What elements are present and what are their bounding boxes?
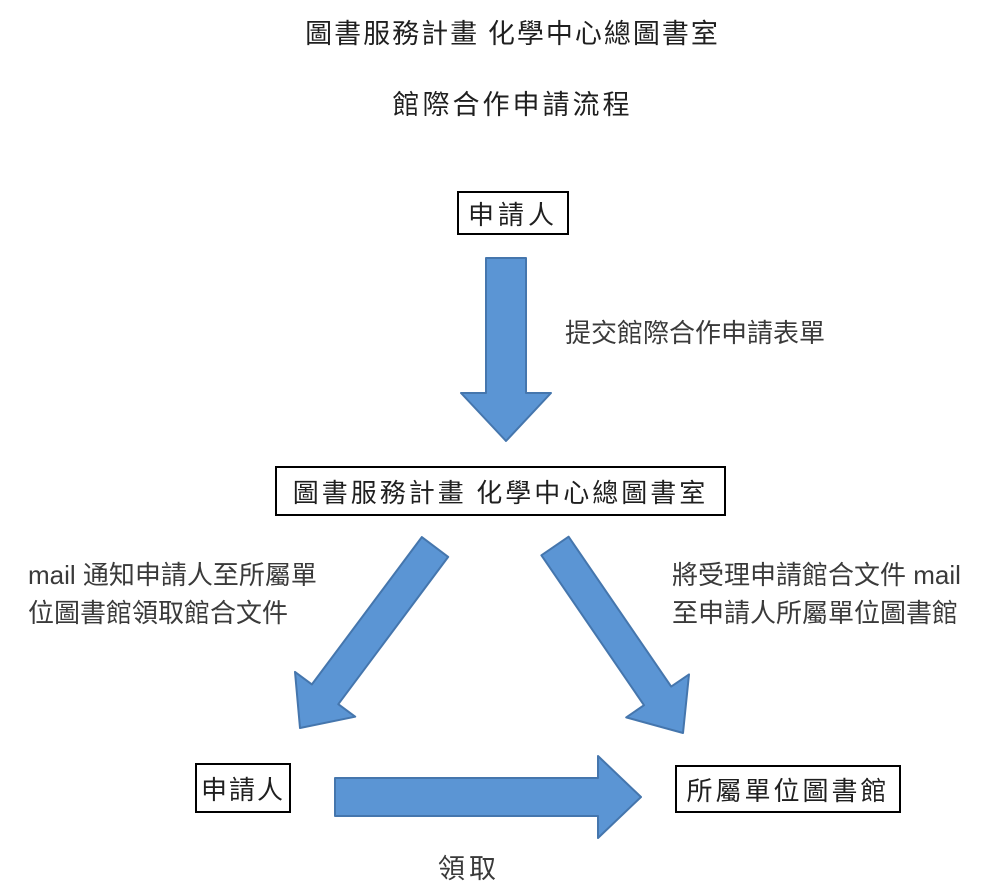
edge-label-submit-form: 提交館際合作申請表單 bbox=[565, 318, 826, 348]
page-subtitle: 館際合作申請流程 bbox=[392, 90, 633, 120]
arrow-down-icon bbox=[460, 257, 552, 442]
node-applicant-top-label: 申請人 bbox=[467, 200, 558, 230]
arrow-right-icon bbox=[334, 755, 642, 839]
page-title: 圖書服務計畫 化學中心總圖書室 bbox=[305, 19, 720, 49]
node-library-center: 圖書服務計畫 化學中心總圖書室 bbox=[275, 466, 726, 516]
arrow-diagonal-right-icon bbox=[540, 535, 690, 734]
edge-label-pickup: 領取 bbox=[438, 854, 500, 884]
edge-label-mail-notify-line1: mail 通知申請人至所屬單 bbox=[28, 560, 317, 590]
edge-label-mail-send-line1: 將受理申請館合文件 mail bbox=[672, 560, 961, 590]
node-applicant-bottom: 申請人 bbox=[195, 763, 291, 813]
edge-label-mail-notify: mail 通知申請人至所屬單 位圖書館領取館合文件 bbox=[28, 556, 317, 632]
edge-label-mail-notify-line2: 位圖書館領取館合文件 bbox=[28, 598, 289, 628]
arrow-diagonal-left-icon bbox=[294, 536, 450, 729]
edge-label-mail-send-line2: 至申請人所屬單位圖書館 bbox=[672, 598, 959, 628]
node-applicant-bottom-label: 申請人 bbox=[200, 775, 285, 805]
node-affiliated-library-label: 所屬單位圖書館 bbox=[686, 776, 890, 806]
node-applicant-top: 申請人 bbox=[457, 191, 569, 235]
node-library-center-label: 圖書服務計畫 化學中心總圖書室 bbox=[292, 478, 709, 508]
edge-label-mail-send: 將受理申請館合文件 mail 至申請人所屬單位圖書館 bbox=[672, 556, 961, 632]
node-affiliated-library: 所屬單位圖書館 bbox=[675, 765, 901, 813]
